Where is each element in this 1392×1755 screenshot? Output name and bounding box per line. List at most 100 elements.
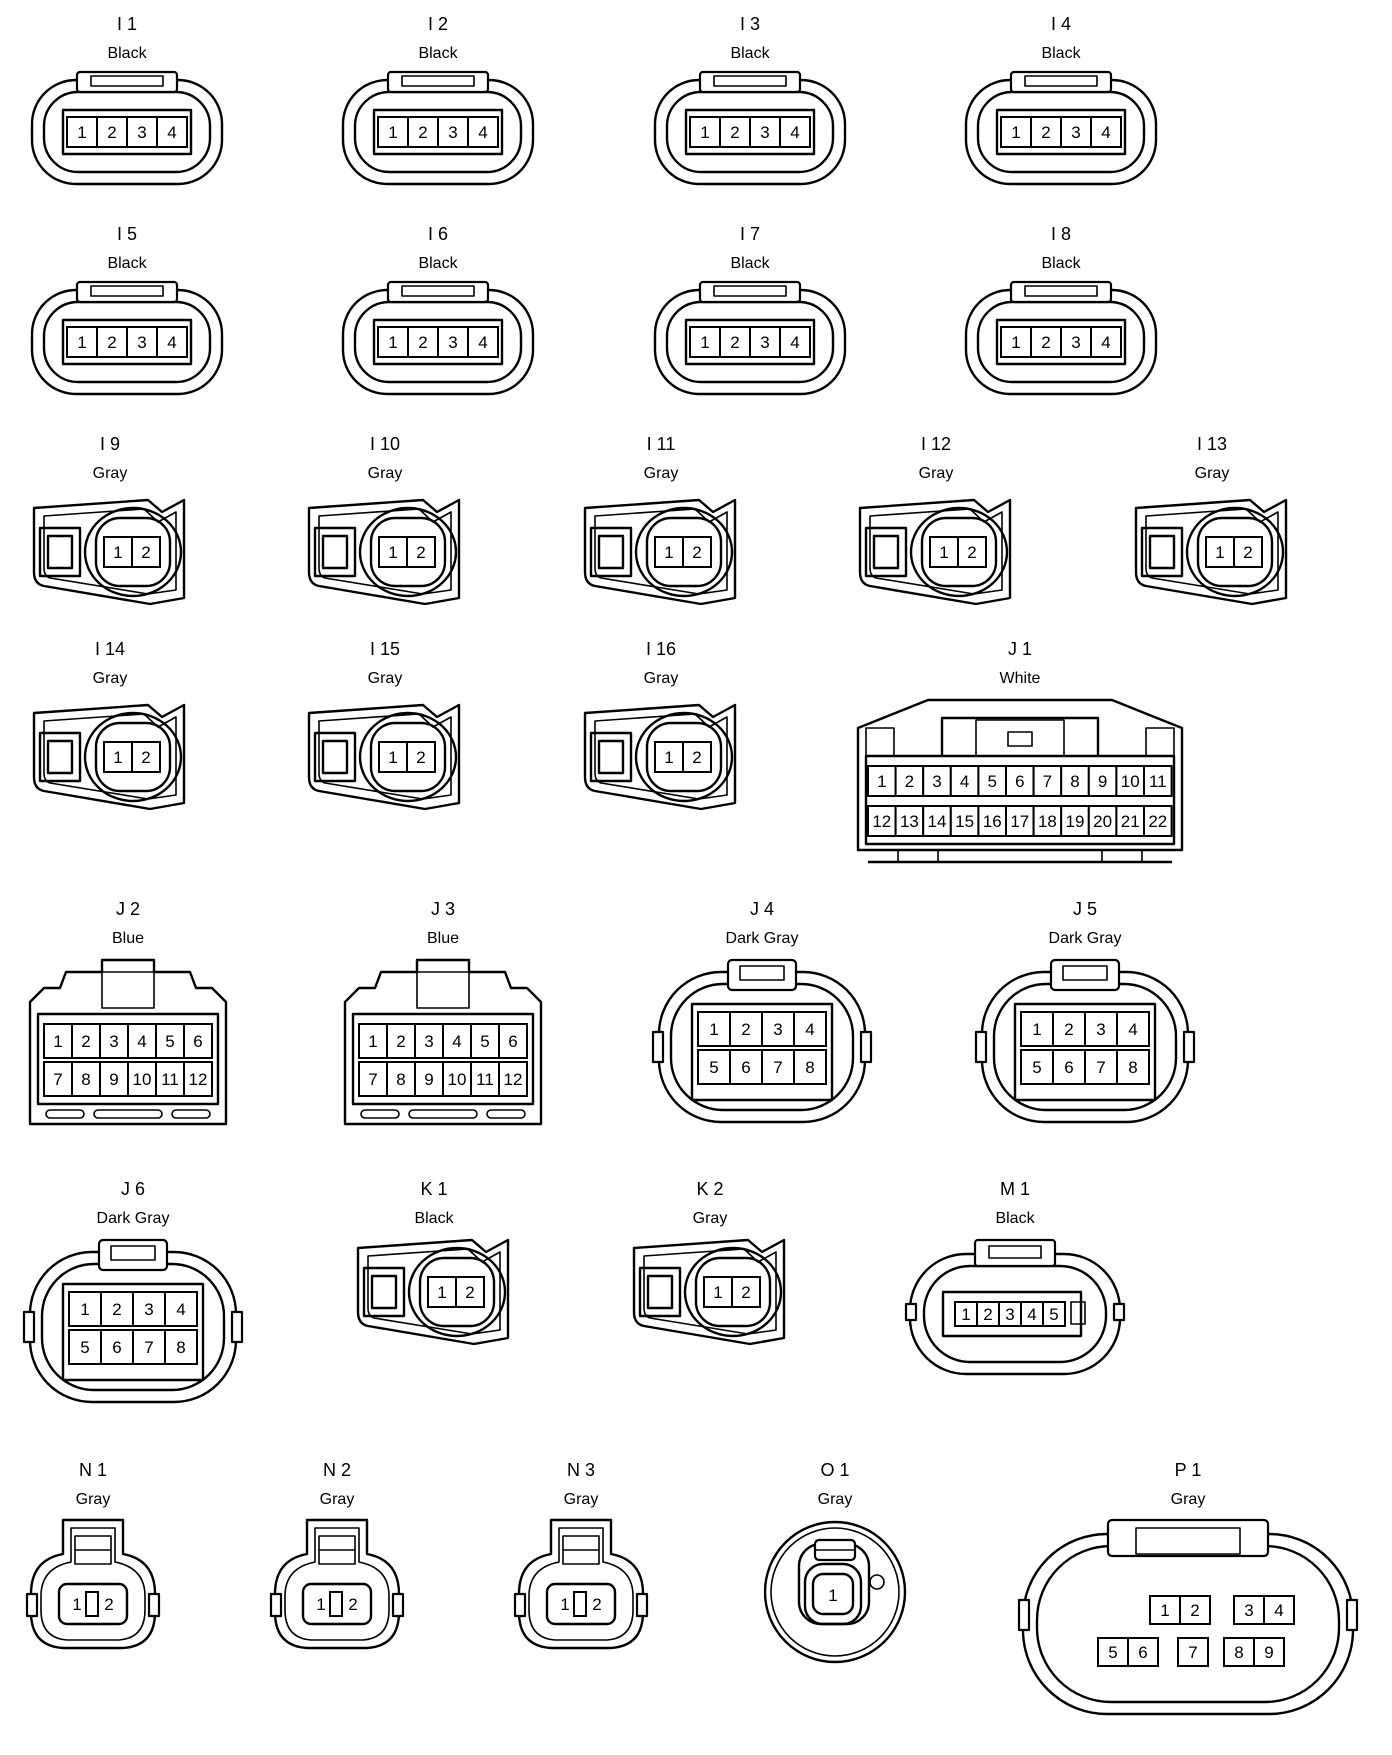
connector-j2-pin-6 [183, 1023, 213, 1059]
connector-i3-pin-3-label: 3 [760, 123, 769, 142]
connector-i5-color-label: Black [107, 255, 147, 272]
connector-i2-pin-1 [377, 116, 409, 148]
connector-j2-pin-12 [183, 1061, 213, 1097]
connector-j4-pin-8 [793, 1049, 827, 1085]
connector-i5-pin-4-label: 4 [167, 333, 176, 352]
connector-j4-pin-7-label: 7 [773, 1058, 782, 1077]
connector-i12-color-label: Gray [919, 465, 954, 482]
connector-j5-pin-1 [1020, 1011, 1054, 1047]
connector-j5-pin-3 [1084, 1011, 1118, 1047]
connector-j3-pin-7 [358, 1061, 388, 1097]
connector-j1-pin-18 [1032, 805, 1063, 837]
connector-i2-id-label: I 2 [428, 14, 448, 34]
connector-i15-id-label: I 15 [370, 639, 400, 659]
connector-j1-pin-19 [1060, 805, 1090, 837]
connector-i6-color-label: Black [418, 255, 458, 272]
connector-i5-pin-3-label: 3 [137, 333, 146, 352]
connector-j3-pin-1-label: 1 [368, 1032, 377, 1051]
connector-j1-pin-9 [1087, 765, 1118, 797]
connector-i13-pin-1 [1205, 536, 1235, 568]
connector-j3-pin-9 [414, 1061, 444, 1097]
connector-i14-id-label: I 14 [95, 639, 125, 659]
connector-i15-pin-1 [378, 741, 408, 773]
connector-p1-pin-8-label: 8 [1234, 1643, 1243, 1662]
connector-k1-pin-1 [427, 1276, 457, 1308]
connector-m1-pin-4-label: 4 [1027, 1305, 1036, 1324]
connector-i11-pin-2 [682, 536, 712, 568]
connector-i1-color-label: Black [107, 45, 147, 62]
connector-j3-pin-5-label: 5 [480, 1032, 489, 1051]
connector-n1-color-label: Gray [76, 1491, 111, 1508]
connector-i11-color-label: Gray [644, 465, 679, 482]
connector-i8-color-label: Black [1041, 255, 1081, 272]
connector-i8-id-label: I 8 [1051, 224, 1071, 244]
connector-j3-pin-12-label: 12 [504, 1070, 523, 1089]
connector-i6-pin-1 [377, 326, 409, 358]
connector-i6-pin-4 [467, 326, 499, 358]
connector-i4-pin-4-label: 4 [1101, 123, 1110, 142]
connector-i8-pin-2-label: 2 [1041, 333, 1050, 352]
connector-n2-pin-2: 2 [348, 1595, 357, 1614]
connector-i1-pin-2 [96, 116, 128, 148]
connector-i4-pin-3 [1060, 116, 1092, 148]
connector-j1-pin-13 [894, 805, 925, 837]
connector-j1-pin-7-label: 7 [1043, 772, 1052, 791]
connector-i7-pin-2 [719, 326, 751, 358]
connector-k1-id-label: K 1 [420, 1179, 447, 1199]
connector-i3-pin-1 [689, 116, 721, 148]
connector-i3-pin-3 [749, 116, 781, 148]
connector-j1-pin-17-label: 17 [1010, 812, 1029, 831]
connector-j2-pin-7-label: 7 [53, 1070, 62, 1089]
connector-j3-pin-11-label: 11 [476, 1070, 494, 1089]
connector-i13-pin-2 [1233, 536, 1263, 568]
connector-i1-pin-2-label: 2 [107, 123, 116, 142]
connector-i3-color-label: Black [730, 45, 770, 62]
connector-j2-pin-4 [127, 1023, 157, 1059]
connector-j5-pin-4-label: 4 [1128, 1020, 1137, 1039]
connector-i13-color-label: Gray [1195, 465, 1230, 482]
connector-j5-pin-6-label: 6 [1064, 1058, 1073, 1077]
connector-i2-pin-3-label: 3 [448, 123, 457, 142]
connector-p1-pin-9-label: 9 [1264, 1643, 1273, 1662]
connector-j1-pin-15-label: 15 [955, 812, 974, 831]
connector-i8-pin-2 [1030, 326, 1062, 358]
connector-i2-pin-2-label: 2 [418, 123, 427, 142]
connector-j2-color-label: Blue [112, 930, 144, 947]
connector-i8-pin-4-label: 4 [1101, 333, 1110, 352]
connector-o1-pin-1: 1 [828, 1586, 837, 1605]
connector-p1-pin-6-label: 6 [1138, 1643, 1147, 1662]
connector-i4-pin-2 [1030, 116, 1062, 148]
connector-n3-pin-2: 2 [592, 1595, 601, 1614]
connector-i12-pin-1-label: 1 [939, 543, 948, 562]
connector-i5-pin-2-label: 2 [107, 333, 116, 352]
connector-m1-pin-5-label: 5 [1049, 1305, 1058, 1324]
connector-j6-pin-5-label: 5 [80, 1338, 89, 1357]
connector-j2-pin-6-label: 6 [193, 1032, 202, 1051]
connector-i4-id-label: I 4 [1051, 14, 1071, 34]
connector-j3-pin-11 [470, 1061, 500, 1097]
connector-j3-pin-8 [386, 1061, 416, 1097]
connector-j3-pin-9-label: 9 [424, 1070, 433, 1089]
connector-j1-pin-10-label: 10 [1121, 772, 1140, 791]
connector-i1-pin-1-label: 1 [77, 123, 86, 142]
connector-j2-pin-5-label: 5 [165, 1032, 174, 1051]
connector-o1-color-label: Gray [818, 1491, 853, 1508]
connector-p1-pin-1-label: 1 [1160, 1601, 1169, 1620]
connector-i14-pin-2 [131, 741, 161, 773]
connector-p1-pin-6 [1127, 1637, 1159, 1667]
